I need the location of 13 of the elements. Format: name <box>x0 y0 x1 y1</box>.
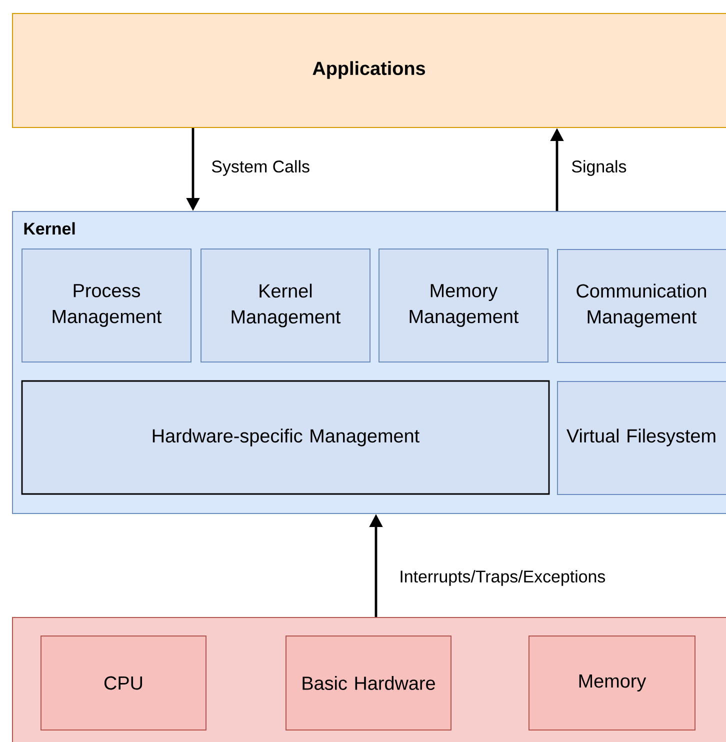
edge-label: Signals <box>572 160 626 176</box>
module-box: Communication Management <box>557 249 726 363</box>
hardware-box: CPU <box>40 636 206 730</box>
edge-label: Interrupts/Traps/Exceptions <box>400 570 606 586</box>
module-box: Memory Management <box>378 248 548 362</box>
module-box: Hardware-specific Management <box>21 380 550 495</box>
module-box: Process Management <box>22 248 192 362</box>
module-box: Kernel Management <box>200 248 370 362</box>
application-box: Applications <box>12 13 726 128</box>
hardware-box: Basic Hardware <box>286 636 452 730</box>
hardware-box: Memory <box>528 636 696 730</box>
edge-label: System Calls <box>212 160 310 176</box>
module-box: Virtual Filesystem <box>557 381 726 495</box>
